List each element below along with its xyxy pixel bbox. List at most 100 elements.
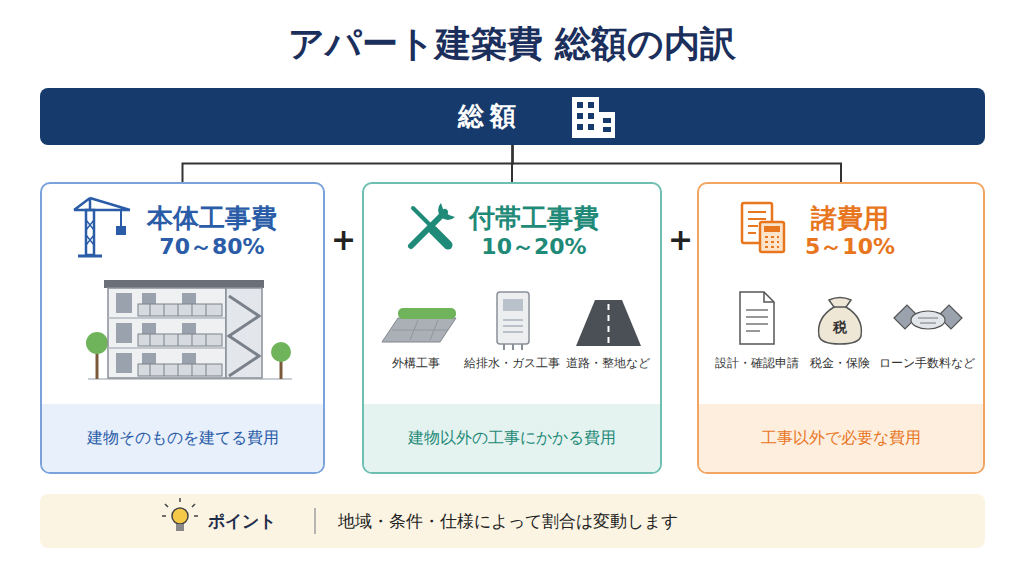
tree-connector — [511, 145, 514, 182]
bulb-icon — [176, 524, 184, 531]
item-label: 道路・整地など — [558, 354, 658, 372]
note-band: ポイント地域・条件・仕様によって割合は変動します — [40, 494, 985, 548]
total-band: 総額 — [40, 88, 985, 145]
note-heading: ポイント — [208, 494, 308, 548]
apartment-door — [142, 323, 156, 335]
separator-line — [314, 508, 316, 534]
cost-share: 70～80% — [127, 232, 297, 262]
cost-share: 10～20% — [449, 232, 619, 262]
plus-sign: + — [668, 220, 692, 260]
road-line — [608, 302, 610, 343]
crane-icon — [74, 198, 130, 210]
item-label: 外構工事 — [366, 354, 466, 372]
form-icon — [746, 310, 768, 331]
building-window — [603, 127, 611, 132]
item-label: 税金・保険 — [790, 354, 890, 372]
handshake-icon — [938, 305, 962, 329]
calculator-icon — [765, 237, 779, 247]
screwdriver-icon — [433, 230, 448, 245]
crane-icon — [86, 220, 94, 245]
cost-box: 諸費用5～10% 設計・確認申請税金・保険ローン手数料など工事以外で必要な費用 — [697, 182, 985, 474]
cost-title: 本体工事費 — [127, 200, 297, 236]
note-text: 地域・条件・仕様によって割合は変動します — [338, 494, 898, 548]
calculator-icon — [760, 222, 784, 252]
wrench-icon — [438, 203, 455, 220]
balcony-rail — [138, 364, 222, 376]
apartment-window — [116, 353, 132, 373]
document-icon — [742, 203, 772, 243]
tree-connector — [513, 145, 842, 182]
apartment-body — [108, 288, 226, 378]
calculator-icon — [764, 226, 780, 232]
building-window — [577, 113, 583, 119]
road-icon — [576, 300, 641, 346]
cost-share: 5～10% — [765, 232, 935, 262]
apartment-window — [116, 293, 132, 313]
total-label: 総額 — [410, 88, 570, 145]
screwdriver-icon — [413, 208, 433, 228]
building-window — [588, 124, 594, 130]
apartment-door — [142, 353, 156, 365]
apartment-floor — [108, 318, 226, 348]
cost-summary: 建物そのものを建てる費用 — [42, 404, 323, 472]
stair-tower — [226, 288, 262, 378]
cost-summary: 建物以外の工事にかかる費用 — [364, 404, 660, 472]
building-window — [603, 118, 611, 123]
balcony-rail — [138, 304, 222, 316]
diagram-title: アパート建築費 総額の内訳 — [0, 16, 1024, 72]
apartment-door — [182, 353, 196, 365]
building-window — [577, 124, 583, 130]
form-icon — [740, 292, 774, 344]
item-label: 給排水・ガス工事 — [462, 354, 562, 372]
tree — [96, 352, 99, 379]
apartment-door — [182, 293, 196, 305]
form-icon — [764, 292, 774, 302]
exterior-icon — [382, 318, 456, 342]
item-label: 設計・確認申請 — [707, 354, 807, 372]
building-window — [577, 102, 583, 108]
ground-line — [88, 378, 292, 380]
cost-box: 本体工事費70～80% 建物そのものを建てる費用 — [40, 182, 325, 474]
handshake-icon — [918, 318, 938, 323]
crane-icon — [86, 210, 94, 255]
exterior-icon — [392, 320, 448, 340]
handshake-icon — [894, 305, 918, 329]
bulb-icon — [172, 508, 188, 524]
cost-title: 付帯工事費 — [449, 200, 619, 236]
pipe — [504, 344, 522, 350]
building-window — [588, 102, 594, 108]
cost-box: 付帯工事費10～20% 外構工事給排水・ガス工事道路・整地など建物以外の工事にかか… — [362, 182, 662, 474]
crane-icon — [116, 226, 126, 235]
crane-icon — [78, 255, 102, 258]
handshake-icon — [911, 311, 945, 329]
plus-sign: + — [331, 220, 355, 260]
building-window — [588, 113, 594, 119]
money-bag-icon — [819, 298, 862, 345]
tree — [280, 360, 283, 379]
apartment-roof — [104, 280, 264, 288]
water-heater-icon — [503, 320, 523, 332]
apartment-door — [142, 293, 156, 305]
wrench-icon — [411, 212, 445, 246]
item-label: ローン手数料など — [877, 354, 977, 372]
hedge — [398, 308, 456, 319]
document-icon — [748, 212, 766, 233]
apartment-door — [182, 323, 196, 335]
cost-title: 諸費用 — [765, 200, 935, 236]
bulb-ray — [162, 498, 198, 516]
tree-connector — [183, 145, 513, 182]
apartment-window — [116, 323, 132, 343]
balcony-rail — [138, 334, 222, 346]
building-icon — [599, 112, 615, 138]
water-heater-icon — [503, 299, 523, 311]
building-icon — [572, 97, 599, 138]
stair — [229, 296, 259, 376]
money-bag-icon — [834, 306, 846, 308]
tree — [86, 332, 108, 354]
tree — [271, 342, 291, 362]
cost-summary: 工事以外で必要な費用 — [699, 404, 983, 472]
water-heater-icon — [497, 292, 529, 344]
crane-icon — [120, 210, 122, 226]
